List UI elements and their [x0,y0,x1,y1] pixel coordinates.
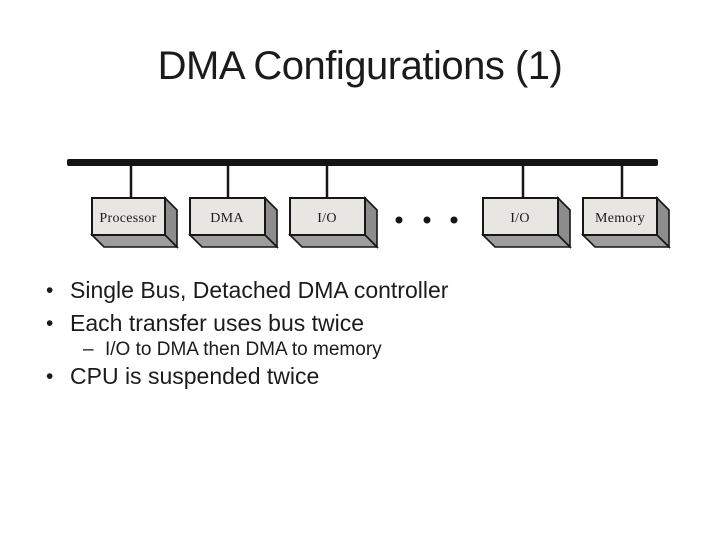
ellipsis-dot [395,216,403,224]
slide-title: DMA Configurations (1) [157,44,563,88]
node-io-1: I/O [288,196,379,249]
bullet-item: • Single Bus, Detached DMA controller [46,276,448,305]
sub-bullet-item: – I/O to DMA then DMA to memory [83,338,382,362]
node-face [289,197,366,236]
bullet-text: Each transfer uses bus twice [70,310,365,336]
node-bottom-3d [581,234,671,248]
bullet-text: Single Bus, Detached DMA controller [70,277,449,303]
node-dma: DMA [188,196,279,249]
node-bottom-3d [288,234,379,248]
bullet-marker: • [46,312,54,335]
node-label-processor: Processor [99,211,156,226]
bullet-text: CPU is suspended twice [70,363,320,389]
node-processor: Processor [90,196,179,249]
bus-diagram: Processor DMA I/O I/O [67,159,671,249]
bullet-marker: • [46,279,54,302]
bullet-item: • Each transfer uses bus twice [46,309,364,338]
ellipsis-dot [423,216,431,224]
node-face [91,197,166,236]
bullet-marker: • [46,365,54,388]
node-face [582,197,658,236]
node-bottom-3d [481,234,572,248]
node-memory: Memory [581,196,671,249]
node-bottom-3d [188,234,279,248]
ellipsis-dots [395,216,458,224]
ellipsis-dot [450,216,458,224]
node-bottom-3d [90,234,179,248]
sub-bullet-marker: – [83,339,94,360]
bullet-item: • CPU is suspended twice [46,362,319,391]
node-label-io-1: I/O [317,211,337,226]
node-label-memory: Memory [595,211,645,226]
node-label-io-2: I/O [510,211,530,226]
node-face [482,197,559,236]
system-bus-line [67,159,658,166]
node-label-dma: DMA [210,211,244,226]
node-io-2: I/O [481,196,572,249]
sub-bullet-text: I/O to DMA then DMA to memory [105,339,382,360]
node-face [189,197,266,236]
